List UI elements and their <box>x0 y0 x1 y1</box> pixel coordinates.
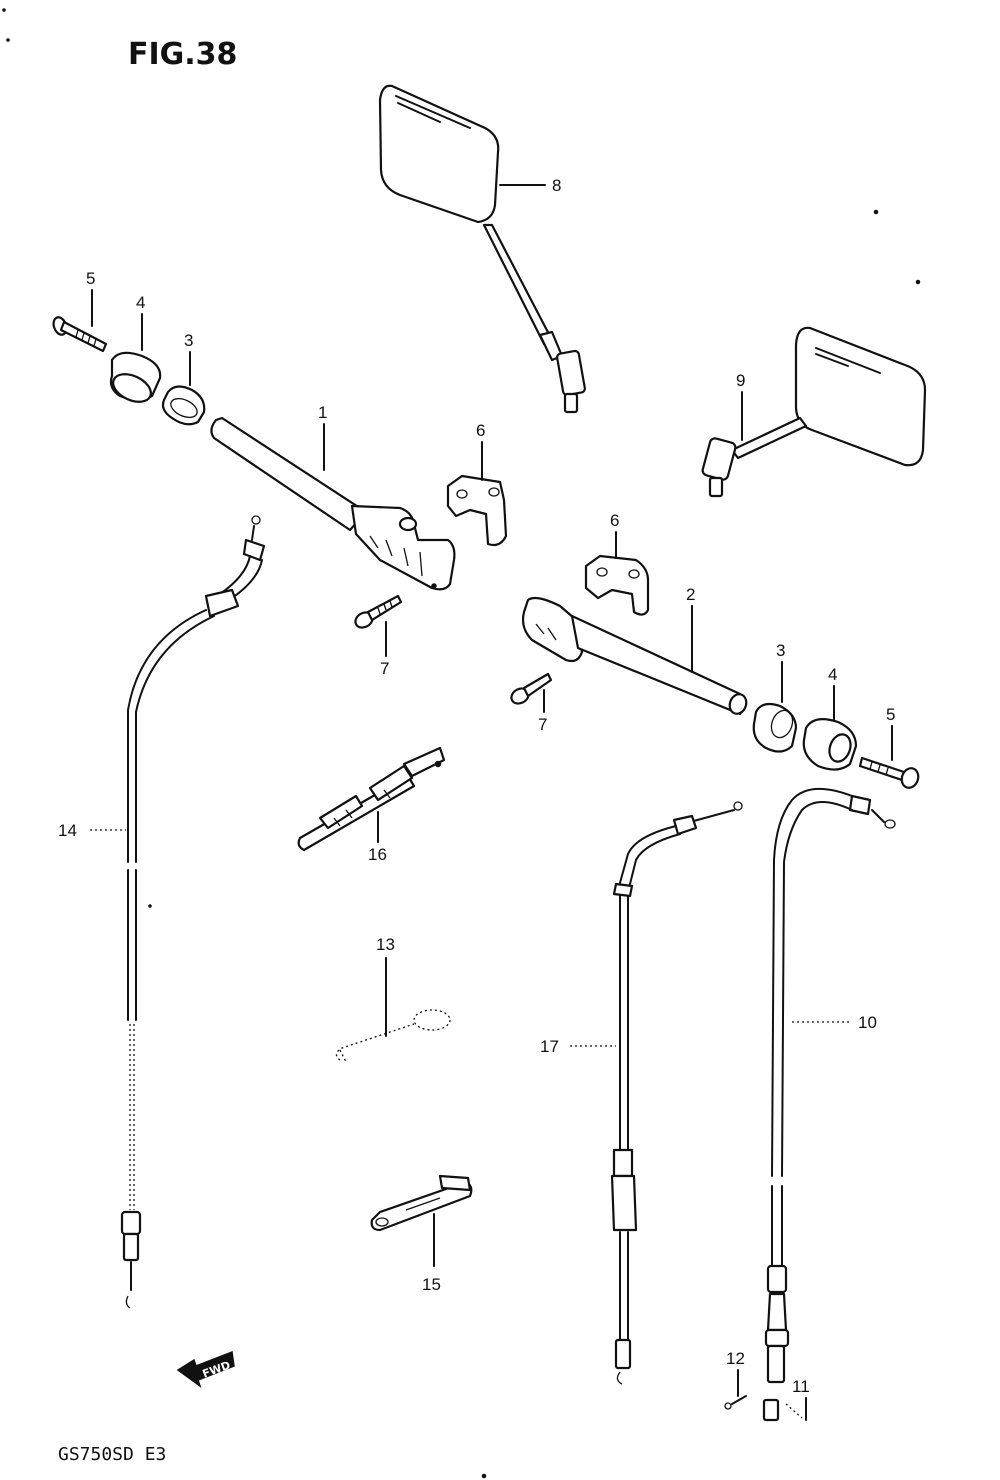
callout-3-right: 3 <box>776 641 785 660</box>
callout-17: 17 <box>540 1037 559 1056</box>
callout-14: 14 <box>58 821 77 840</box>
callout-13: 13 <box>376 935 395 954</box>
bolt-5-right <box>858 756 920 789</box>
bolt-7-left <box>354 594 403 629</box>
callout-2: 2 <box>686 585 695 604</box>
callout-9: 9 <box>736 371 745 390</box>
callout-12: 12 <box>726 1349 745 1368</box>
callout-11: 11 <box>792 1377 810 1396</box>
handlebar-left <box>210 416 456 591</box>
mirror-left <box>378 84 586 414</box>
clip-13 <box>335 1009 451 1063</box>
callout-5-left: 5 <box>86 269 95 288</box>
clamp-6-lower <box>584 554 650 616</box>
callout-4-left: 4 <box>136 293 145 312</box>
callout-8: 8 <box>552 176 561 195</box>
figure-title: FIG.38 <box>128 37 237 72</box>
bolt-7-right <box>510 672 553 705</box>
callout-6-upper: 6 <box>476 421 485 440</box>
scan-noise <box>2 8 921 1479</box>
callout-16: 16 <box>368 845 387 864</box>
cable-17 <box>610 801 743 1385</box>
sleeve-3-left <box>161 385 206 426</box>
callout-1: 1 <box>318 403 327 422</box>
handlebar-right <box>521 596 748 716</box>
callout-10: 10 <box>858 1013 877 1032</box>
callout-4-right: 4 <box>828 665 837 684</box>
clamp-6-upper <box>446 474 508 547</box>
cable-14 <box>120 515 266 1309</box>
cable-10 <box>762 787 896 1422</box>
callout-6-lower: 6 <box>610 511 619 530</box>
pin-12 <box>724 1395 747 1410</box>
callout-15: 15 <box>422 1275 441 1294</box>
sleeve-3-right <box>752 702 798 753</box>
callout-7-right: 7 <box>538 715 547 734</box>
callout-3-left: 3 <box>184 331 193 350</box>
bracket-15 <box>370 1174 473 1232</box>
mirror-right <box>701 326 927 498</box>
callout-5-right: 5 <box>886 705 895 724</box>
model-label: GS750SD E3 <box>58 1444 166 1465</box>
weight-4-left <box>109 351 162 403</box>
fwd-arrow-icon: FWD <box>176 1350 235 1388</box>
weight-4-right <box>802 717 858 771</box>
callout-7-left: 7 <box>380 659 389 678</box>
plate-16 <box>297 746 446 852</box>
bolt-5-left <box>52 316 108 353</box>
